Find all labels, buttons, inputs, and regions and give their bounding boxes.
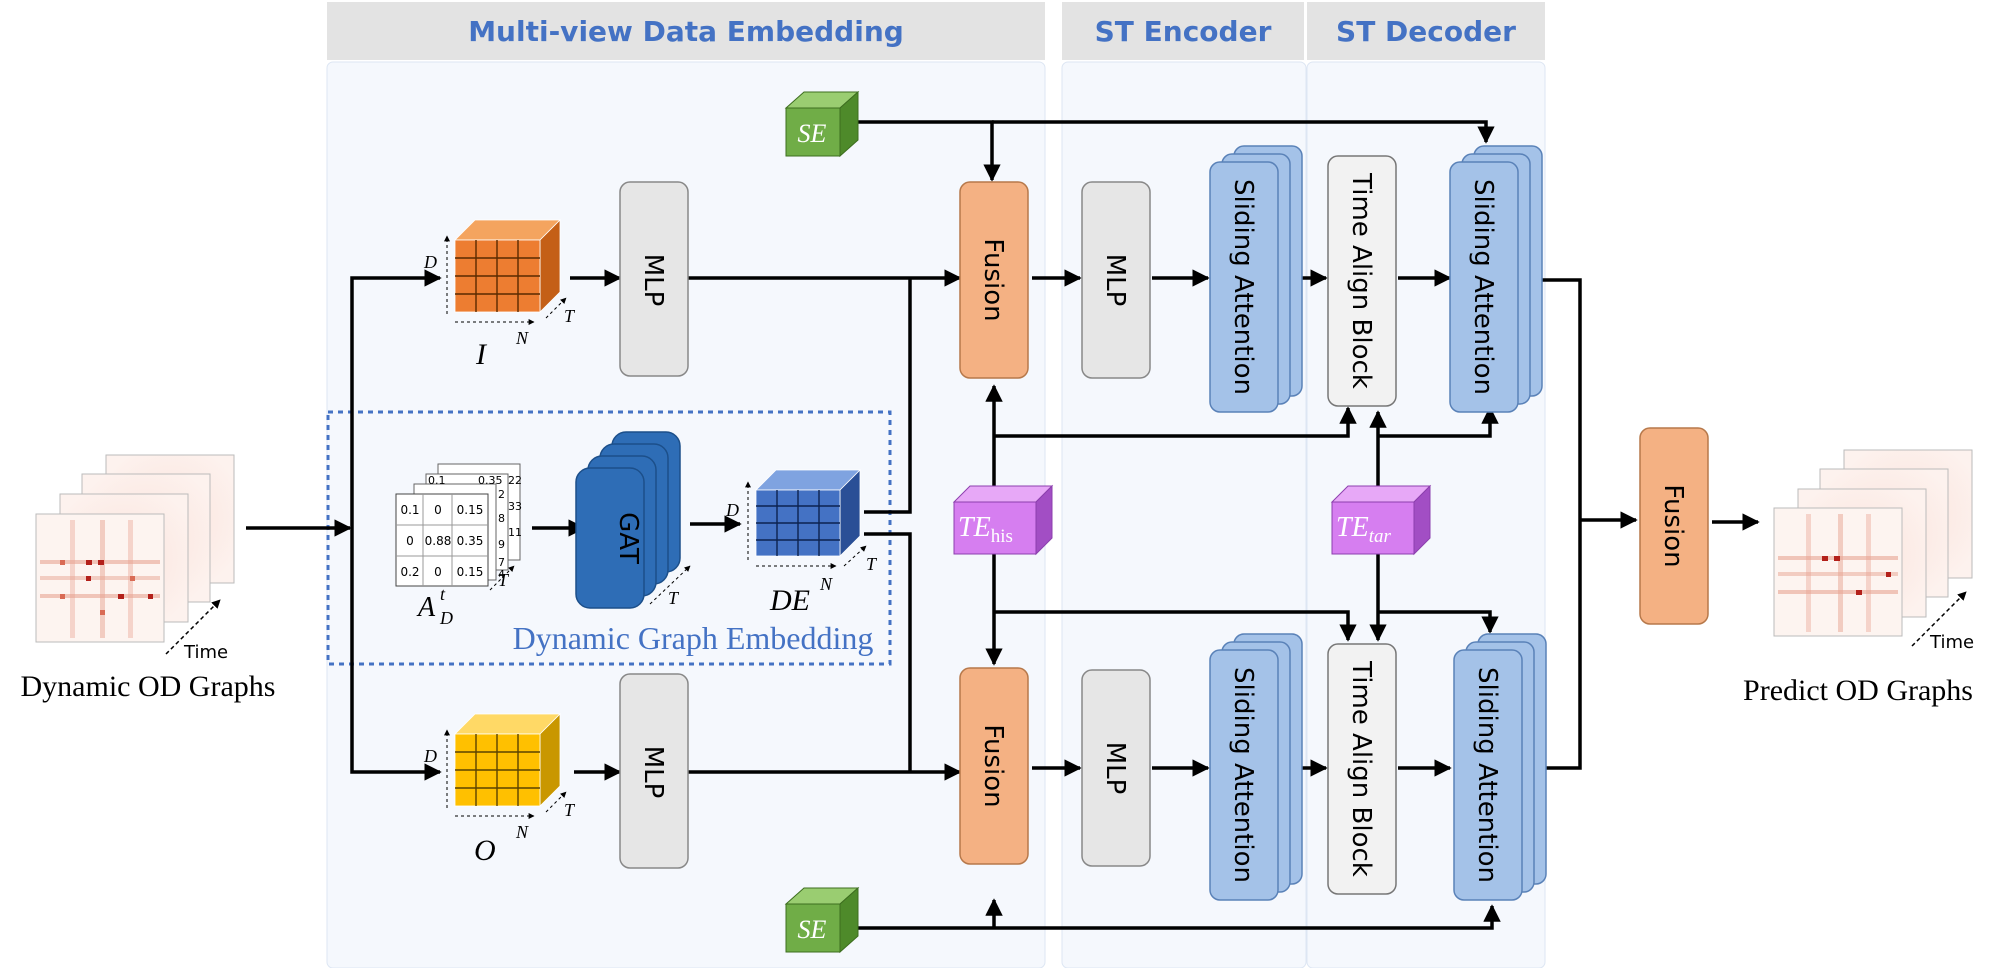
outflow-label: O bbox=[474, 834, 496, 867]
outflow-axis-d: D bbox=[423, 746, 437, 766]
adj-r1c1: 0.1 bbox=[400, 503, 419, 517]
adj-r2c2: 0.88 bbox=[425, 534, 452, 548]
te-tar-label: TEtar bbox=[1336, 512, 1391, 547]
se-bottom-label: SE bbox=[798, 915, 827, 944]
fusion-final: Fusion bbox=[1639, 427, 1709, 625]
fusion-top-label: Fusion bbox=[978, 238, 1008, 321]
adj-back-9: 4 bbox=[498, 568, 505, 581]
encoder-sliding-bottom-label: Sliding Attention bbox=[1228, 667, 1258, 883]
adj-axis-t: T bbox=[498, 570, 510, 590]
inflow-tensor-cube: D N T I bbox=[423, 219, 576, 371]
se-top-label: SE bbox=[798, 119, 827, 148]
adj-back-6: 11 bbox=[508, 526, 522, 539]
adj-r2c3: 0.35 bbox=[457, 534, 484, 548]
adj-back-2: 22 bbox=[508, 474, 522, 487]
adj-label-sup: t bbox=[440, 584, 446, 604]
output-time-axis-arrow bbox=[1911, 591, 1967, 647]
output-caption: Predict OD Graphs bbox=[1743, 674, 1973, 707]
outflow-axis-n: N bbox=[515, 822, 529, 842]
fusion-bottom: Fusion bbox=[959, 667, 1029, 865]
input-od-graphs: Time Dynamic OD Graphs bbox=[21, 454, 276, 703]
input-time-label: Time bbox=[183, 642, 228, 663]
output-od-graphs: Time Predict OD Graphs bbox=[1743, 449, 1974, 707]
de-axis-t: T bbox=[866, 554, 878, 574]
mlp-inflow: MLP bbox=[619, 181, 689, 377]
de-axis-n: N bbox=[819, 574, 833, 594]
decoder-sliding-bottom-label: Sliding Attention bbox=[1472, 667, 1502, 883]
adj-back-7: 9 bbox=[498, 538, 505, 551]
encoder-mlp-bottom: MLP bbox=[1081, 669, 1151, 867]
input-caption: Dynamic OD Graphs bbox=[21, 670, 276, 703]
outflow-tensor-cube: D N T O bbox=[423, 713, 576, 867]
decoder-sliding-top-label: Sliding Attention bbox=[1468, 179, 1498, 395]
encoder-sliding-attention-top: Sliding Attention bbox=[1209, 145, 1303, 413]
fusion-top: Fusion bbox=[959, 181, 1029, 379]
embedding-title-bar: Multi-view Data Embedding bbox=[327, 2, 1045, 60]
encoder-mlp-bottom-label: MLP bbox=[1100, 742, 1130, 795]
time-axis-arrow bbox=[165, 599, 221, 655]
adjacency-matrices: 0.1 0.35 22 2 33 8 11 9 7 4 0.1 0 0.15 0… bbox=[395, 463, 522, 628]
gat-block: GAT T bbox=[575, 431, 691, 609]
adj-back-4: 33 bbox=[508, 500, 522, 513]
decoder-title: ST Decoder bbox=[1336, 15, 1516, 48]
inflow-label: I bbox=[475, 338, 488, 371]
se-top: SE bbox=[784, 90, 860, 158]
gat-label: GAT bbox=[613, 512, 643, 564]
adj-r1c2: 0 bbox=[434, 503, 442, 517]
encoder-title-bar: ST Encoder bbox=[1062, 2, 1304, 60]
se-bottom: SE bbox=[784, 886, 860, 954]
encoder-mlp-top-label: MLP bbox=[1100, 254, 1130, 307]
decoder-sliding-attention-bottom: Sliding Attention bbox=[1453, 633, 1547, 901]
output-time-label: Time bbox=[1929, 632, 1974, 653]
dynamic-graph-embedding-box bbox=[326, 410, 892, 666]
te-his: TEhis bbox=[952, 484, 1054, 556]
encoder-mlp-top: MLP bbox=[1081, 181, 1151, 379]
fusion-final-label: Fusion bbox=[1658, 484, 1688, 567]
encoder-sliding-top-label: Sliding Attention bbox=[1228, 179, 1258, 395]
adj-r1c3: 0.15 bbox=[457, 503, 484, 517]
adj-r3c3: 0.15 bbox=[457, 565, 484, 579]
outflow-axis-t: T bbox=[564, 800, 576, 820]
de-label: DE bbox=[769, 584, 810, 617]
adj-r2c1: 0 bbox=[406, 534, 414, 548]
adj-back-0: 0.1 bbox=[428, 474, 446, 487]
inflow-axis-n: N bbox=[515, 328, 529, 348]
te-tar: TEtar bbox=[1330, 484, 1432, 556]
connections bbox=[246, 120, 1760, 930]
time-align-bottom-label: Time Align Block bbox=[1346, 660, 1376, 877]
embedding-title: Multi-view Data Embedding bbox=[468, 15, 904, 48]
time-align-top: Time Align Block bbox=[1327, 155, 1397, 407]
adj-back-8: 7 bbox=[498, 556, 505, 569]
te-his-label: TEhis bbox=[958, 512, 1013, 547]
gat-axis-t: T bbox=[668, 588, 680, 608]
decoder-title-bar: ST Decoder bbox=[1307, 2, 1545, 60]
encoder-title: ST Encoder bbox=[1095, 15, 1272, 48]
adj-label-main: A bbox=[416, 592, 436, 623]
encoder-sliding-attention-bottom: Sliding Attention bbox=[1209, 633, 1303, 901]
inflow-axis-d: D bbox=[423, 252, 437, 272]
adj-back-5: 8 bbox=[498, 512, 505, 525]
fusion-bottom-label: Fusion bbox=[978, 724, 1008, 807]
adj-r3c2: 0 bbox=[434, 565, 442, 579]
mlp-inflow-label: MLP bbox=[638, 254, 668, 307]
mlp-outflow-label: MLP bbox=[638, 746, 668, 799]
de-axis-d: D bbox=[725, 500, 739, 520]
mlp-outflow: MLP bbox=[619, 673, 689, 869]
adj-back-1: 0.35 bbox=[478, 474, 503, 487]
dynamic-graph-embedding-label: Dynamic Graph Embedding bbox=[513, 620, 874, 656]
decoder-sliding-attention-top: Sliding Attention bbox=[1449, 145, 1543, 413]
adj-r3c1: 0.2 bbox=[400, 565, 419, 579]
time-align-top-label: Time Align Block bbox=[1346, 172, 1376, 389]
adj-label-sub: D bbox=[439, 608, 453, 628]
dynamic-embedding-cube: D N T DE bbox=[725, 469, 878, 617]
inflow-axis-t: T bbox=[564, 306, 576, 326]
time-align-bottom: Time Align Block bbox=[1327, 643, 1397, 895]
adj-back-3: 2 bbox=[498, 488, 505, 501]
